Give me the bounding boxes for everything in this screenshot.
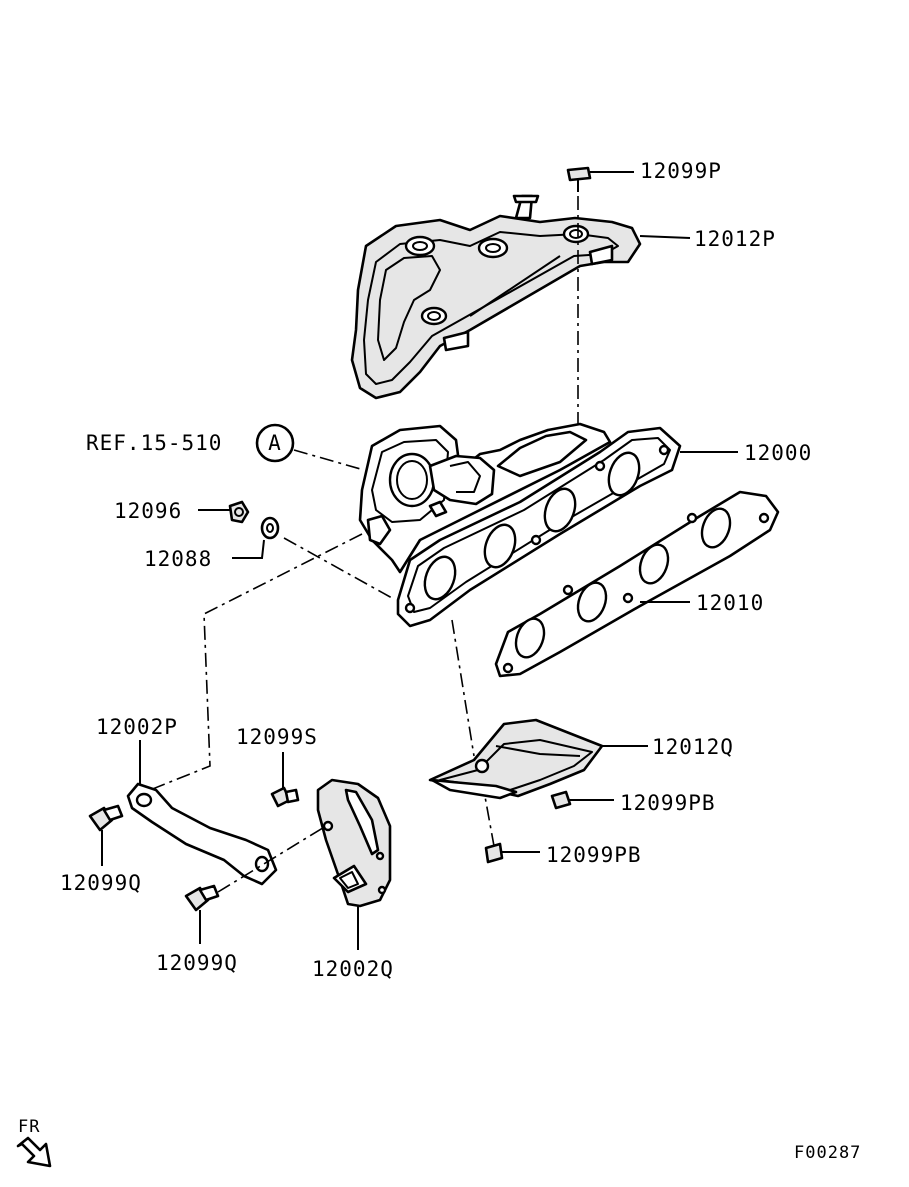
- bolt-12099Q-left: [88, 804, 124, 866]
- label-ref-circle: A: [268, 431, 282, 455]
- label-12099PB-upper: 12099PB: [620, 791, 716, 815]
- label-12099Q-left: 12099Q: [60, 871, 142, 895]
- manifold-gasket-12010: [494, 490, 780, 678]
- washer-12088: [232, 516, 280, 559]
- label-12096: 12096: [114, 499, 182, 523]
- bolt-12099P: [566, 166, 634, 192]
- ref-callout: [255, 423, 365, 471]
- label-12012Q: 12012Q: [652, 735, 734, 759]
- label-12012P: 12012P: [694, 227, 776, 251]
- label-12002P: 12002P: [96, 715, 178, 739]
- label-ref: REF.15-510: [86, 431, 222, 455]
- label-front: FR: [18, 1117, 40, 1137]
- bolt-12099PB-upper: [550, 790, 614, 810]
- label-12099PB-lower: 12099PB: [546, 843, 642, 867]
- label-12002Q: 12002Q: [312, 957, 394, 981]
- heat-shield-upper-12012P: [350, 194, 642, 400]
- bolt-12099PB-lower: [484, 842, 540, 864]
- bracket-12002Q: [316, 778, 392, 950]
- label-12088: 12088: [144, 547, 212, 571]
- bolt-12099Q-center: [184, 825, 327, 944]
- bracket-12002P: [126, 740, 278, 886]
- label-12099Q-center: 12099Q: [156, 951, 238, 975]
- nut-12096: [198, 500, 250, 524]
- exhaust-manifold-12000: [358, 422, 682, 628]
- bolt-12099S: [270, 752, 300, 808]
- label-12010: 12010: [696, 591, 764, 615]
- label-12099S: 12099S: [236, 725, 318, 749]
- heat-shield-lower-12012Q: [428, 718, 648, 800]
- label-12099P: 12099P: [640, 159, 722, 183]
- label-12000: 12000: [744, 441, 812, 465]
- label-figure-code: F00287: [794, 1143, 861, 1163]
- front-direction-arrow: [16, 1136, 52, 1168]
